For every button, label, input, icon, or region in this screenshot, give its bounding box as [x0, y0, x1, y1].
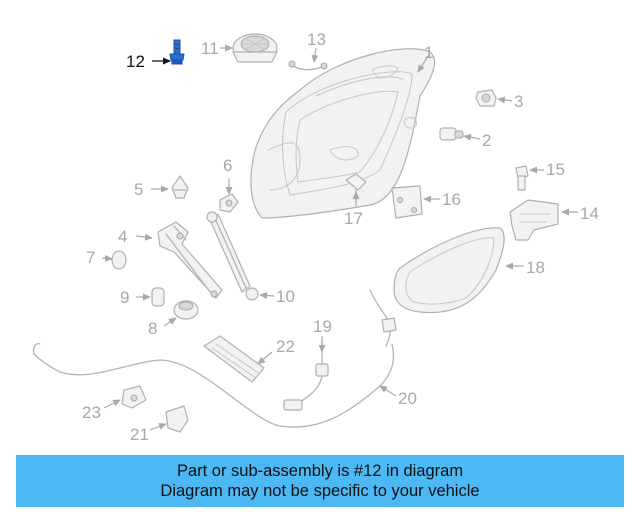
- part-12-bolt: [169, 39, 185, 65]
- callout-3: 3: [514, 92, 523, 111]
- part-10-gas-strut: [206, 211, 259, 301]
- part-1-trunk-lid: [250, 48, 435, 219]
- part-22-module: [203, 335, 265, 383]
- callout-2: 2: [482, 131, 491, 150]
- info-banner: Part or sub-assembly is #12 in diagram D…: [16, 455, 624, 507]
- callout-23: 23: [82, 403, 101, 422]
- callout-9: 9: [120, 288, 129, 307]
- part-23-block: [121, 385, 147, 409]
- callout-20: 20: [398, 389, 417, 408]
- part-13-rod: [288, 60, 328, 71]
- part-15-bolt: [515, 165, 529, 191]
- part-16-striker: [391, 185, 423, 219]
- callout-22: 22: [276, 337, 295, 356]
- part-3-plug: [475, 89, 497, 107]
- part-14-latch: [509, 199, 559, 241]
- part-2-bumper-stop: [439, 127, 464, 141]
- callout-5: 5: [134, 180, 143, 199]
- part-19-sensor: [283, 339, 329, 411]
- callout-1: 1: [424, 43, 433, 62]
- callout-13: 13: [307, 30, 326, 49]
- callout-7: 7: [86, 248, 95, 267]
- callout-4: 4: [118, 227, 127, 246]
- callout-17: 17: [344, 209, 363, 228]
- part-5-clip: [171, 175, 189, 199]
- callout-16: 16: [442, 190, 461, 209]
- callout-15: 15: [546, 160, 565, 179]
- parts-diagram: 1 2 3 4 5 6 7 8 9 10 11 12 13: [32, 30, 599, 444]
- banner-line-1: Part or sub-assembly is #12 in diagram: [176, 462, 464, 480]
- part-6-strut-mount: [219, 193, 239, 213]
- part-8-grommet: [173, 300, 199, 320]
- part-7-cap: [111, 250, 127, 270]
- part-11-actuator: [232, 33, 278, 63]
- part-18-rear-glass: [393, 227, 505, 314]
- callout-21: 21: [130, 425, 149, 444]
- banner-line-2: Diagram may not be specific to your vehi…: [160, 482, 480, 500]
- callout-14: 14: [580, 204, 599, 223]
- callout-19: 19: [313, 317, 332, 336]
- part-21-bracket: [165, 405, 189, 433]
- callout-18: 18: [526, 258, 545, 277]
- part-9-bumper: [151, 287, 165, 307]
- callout-12: 12: [126, 52, 145, 71]
- callout-8: 8: [148, 319, 157, 338]
- callout-10: 10: [276, 287, 295, 306]
- callouts: 1 2 3 4 5 6 7 8 9 10 11 12 13: [82, 30, 599, 444]
- part-4-hinge: [157, 221, 223, 299]
- callout-6: 6: [223, 156, 232, 175]
- callout-11: 11: [201, 39, 219, 58]
